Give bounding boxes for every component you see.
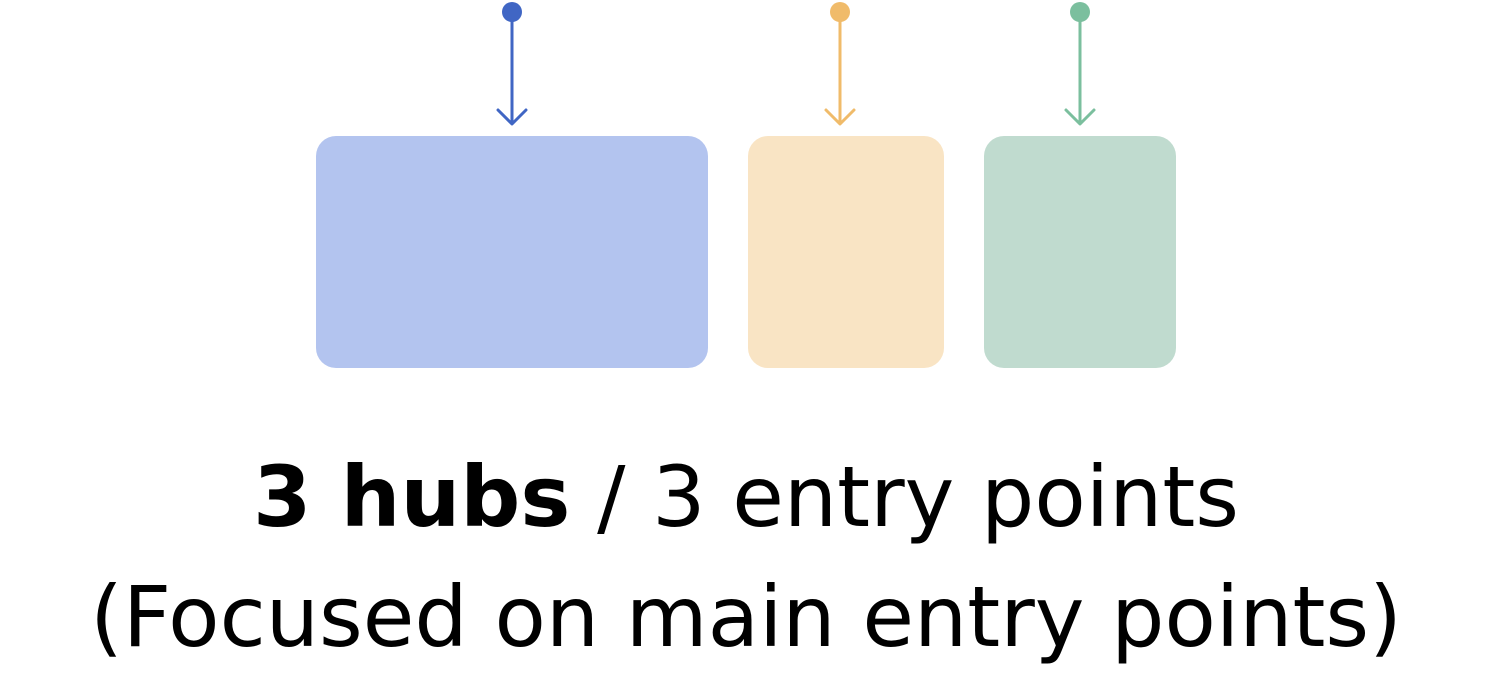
hub-box-3 (984, 136, 1176, 368)
hub-box-2 (748, 136, 944, 368)
entry-point-dot (502, 2, 522, 22)
hub-box-1 (316, 136, 708, 368)
entry-point-dot (1070, 2, 1090, 22)
caption-hub-count: 3 hubs (252, 448, 571, 546)
hubs-diagram (316, 2, 1176, 368)
arrowhead-icon (496, 108, 528, 126)
entry-point-3 (1064, 2, 1096, 126)
arrowhead-icon (824, 108, 856, 126)
entry-point-2 (824, 2, 856, 126)
caption-entry-count: / 3 entry points (570, 448, 1240, 546)
entry-point-1 (496, 2, 528, 126)
caption-title: 3 hubs / 3 entry points (0, 448, 1492, 546)
caption-subtitle: (Focused on main entry points) (90, 568, 1402, 666)
entry-point-dot (830, 2, 850, 22)
arrowhead-icon (1064, 108, 1096, 126)
